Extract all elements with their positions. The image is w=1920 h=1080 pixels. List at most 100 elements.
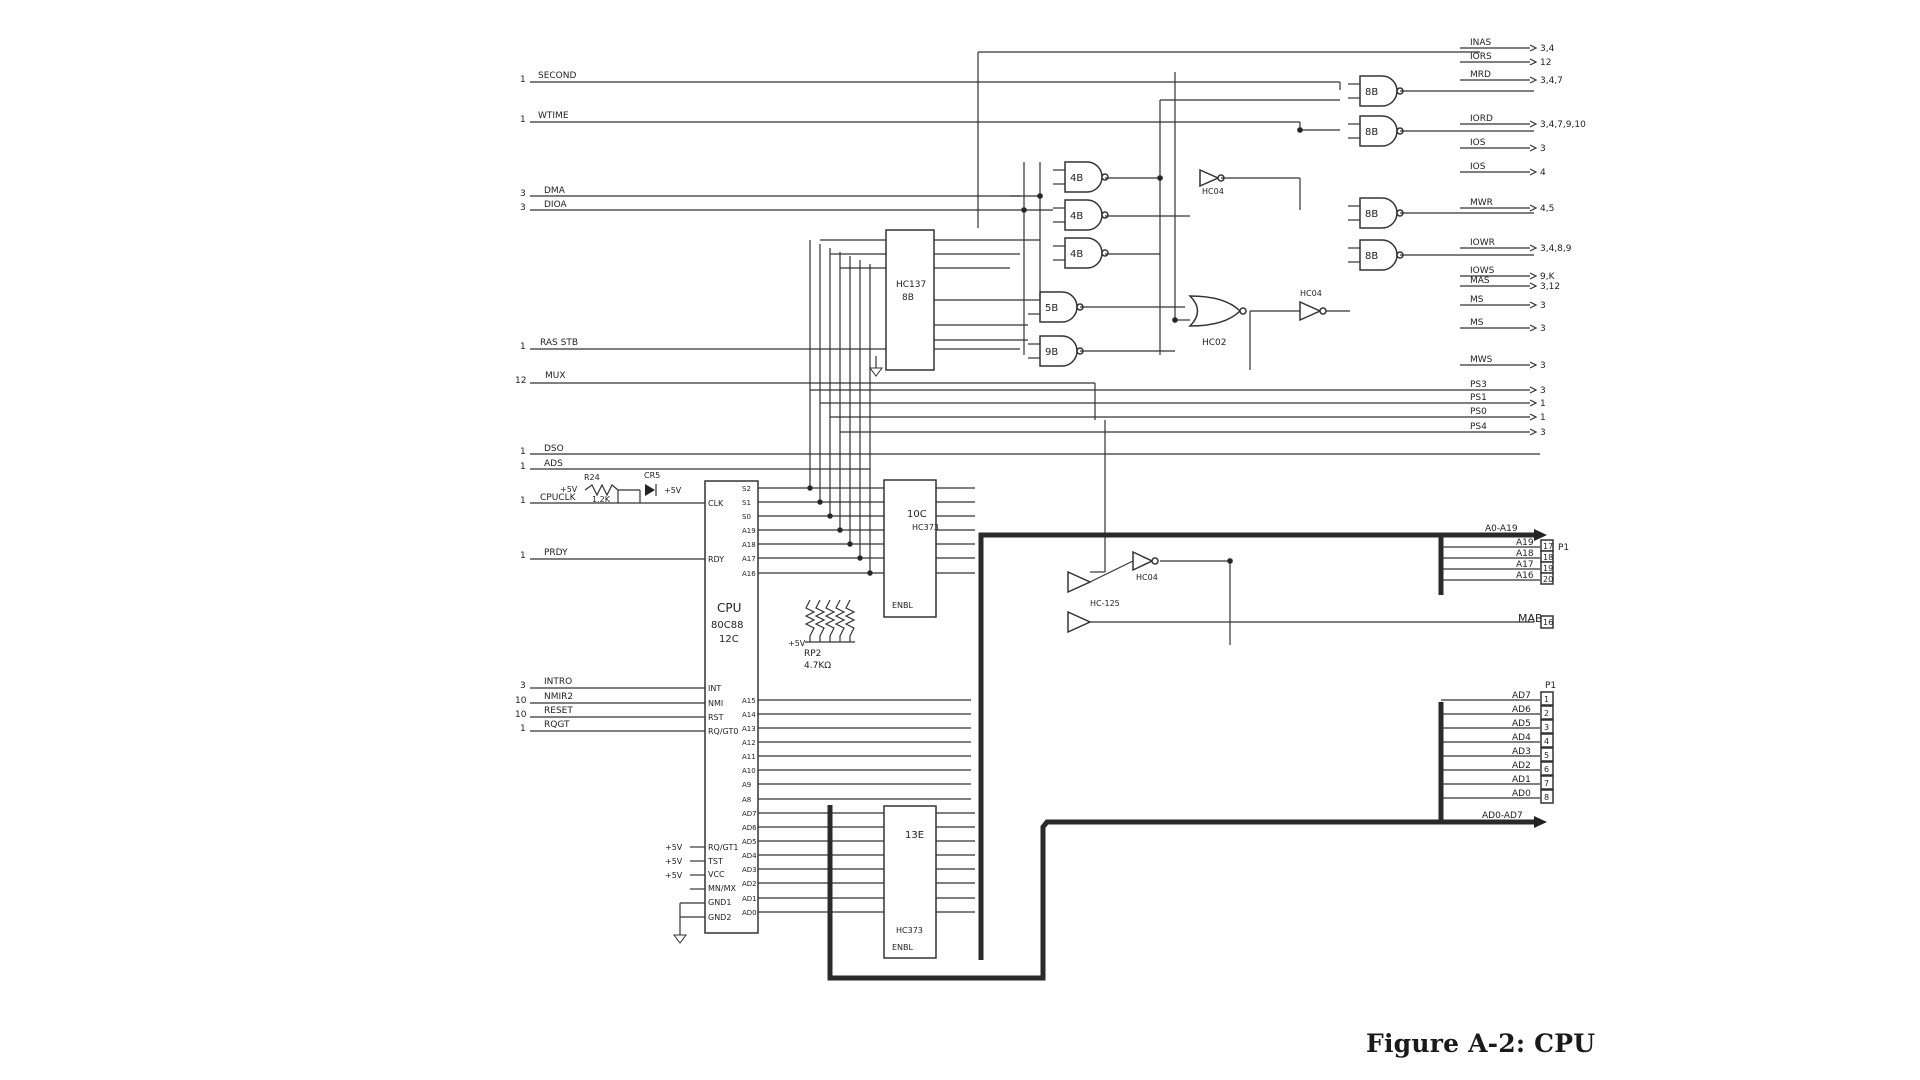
nand-gate: 8B [1348,197,1404,229]
p1-label: AD7 [1512,691,1531,701]
cpu-pin: AD0 [742,909,757,917]
svg-text:8B: 8B [1365,87,1378,98]
p1-pin: 4 [1544,737,1549,746]
out-label: PS1 [1470,393,1487,403]
nor-hc02: HC02 [1188,295,1247,348]
out-label: PS0 [1470,407,1487,417]
out-dest: 3 [1540,361,1546,371]
in-num: 1 [520,447,526,457]
cpu-pin: GND2 [708,913,731,922]
in-label: RAS STB [540,338,578,348]
out-dest: 3 [1540,301,1546,311]
rp-value: 4.7KΩ [804,661,831,671]
out-label: MWR [1470,198,1493,208]
cpu-pin: AD7 [742,810,757,818]
p1-pin: 6 [1544,765,1549,774]
out-label: MAS [1470,276,1490,286]
in-num: 1 [520,724,526,734]
input-signals: 1 SECOND 1 WTIME 3 DMA 3 DIOA 1 RAS STB … [515,71,1540,734]
p1-label: AD5 [1512,719,1531,729]
out-label: MS [1470,318,1484,328]
in-num: 12 [515,376,526,386]
p1-pin: 19 [1543,564,1553,573]
bus-label: AD0-AD7 [1482,811,1523,821]
in-label: MUX [545,371,566,381]
in-num: 1 [520,115,526,125]
power-label: +5V [665,857,683,866]
cpu-pin: A12 [742,739,756,747]
output-signals: INAS3,4IORS12MRD3,4,7IORD3,4,7,9,10IOS3I… [810,38,1586,438]
p1-label: AD1 [1512,775,1531,785]
wiring [820,51,1534,645]
p1-pin: 5 [1544,751,1549,760]
cpu-pin: A8 [742,796,751,804]
in-num: 1 [520,75,526,85]
inverters: HC04 HC04 HC04 [1132,168,1327,582]
inverter-part: HC04 [1136,573,1158,582]
out-label: IOWS [1470,266,1495,276]
in-num: 10 [515,710,527,720]
svg-text:4B: 4B [1070,211,1083,222]
cpu-pin: A13 [742,725,756,733]
out-label: IOS [1470,138,1486,148]
cpu-pin: AD5 [742,838,757,846]
p1-label: AD2 [1512,761,1531,771]
cpu-pin: S1 [742,499,751,507]
out-label: IOWR [1470,238,1495,248]
cpu-pin: A18 [742,541,756,549]
latch-10c: 10C HC373 ENBL [883,479,939,618]
out-label: PS4 [1470,422,1487,432]
out-dest: 3,4,7 [1540,76,1563,86]
in-num: 1 [520,342,526,352]
in-label: CPUCLK [540,493,577,503]
nand-gate: 9B [1028,335,1084,367]
in-num: 3 [520,189,526,199]
p1-pin: 2 [1544,709,1549,718]
in-label: SECOND [538,71,577,81]
decoder-part: HC137 [896,280,926,290]
cpu-pin: A15 [742,697,756,705]
power-label: +5V [560,485,578,494]
nor-part: HC02 [1202,338,1227,348]
p1-pin: 7 [1544,779,1549,788]
cpu-loc: 12C [719,634,739,645]
inverter-part: HC04 [1202,187,1224,196]
cpu-name: CPU [717,601,741,615]
inverter-part: HC04 [1300,289,1322,298]
cpu-chip: CPU 80C88 12C CLK RDY INT NMI RST RQ/GT0… [665,480,759,944]
cpu-pin: RQ/GT0 [708,727,738,736]
r24-value: 1.2K [592,495,611,504]
cpu-pin: INT [708,684,721,693]
p1-name: P1 [1558,543,1569,553]
cpu-pin: A17 [742,555,756,563]
bus-label: A0-A19 [1485,524,1518,534]
latch-part: HC373 [896,926,923,935]
p1-pin: 3 [1544,723,1549,732]
nand-gate: 4B [1053,161,1109,193]
out-dest: 1 [1540,399,1546,409]
cpu-pin: S2 [742,485,751,493]
out-label: MWS [1470,355,1493,365]
cpu-pin: A11 [742,753,756,761]
cpu-pin: A14 [742,711,756,719]
p1-name: P1 [1545,681,1556,691]
in-label: RQGT [544,720,570,730]
cpu-part: 80C88 [711,620,743,631]
p1-label: AD6 [1512,705,1531,715]
resistor-pack: RP2 4.7KΩ +5V [788,599,856,671]
in-label: NMIR2 [544,692,573,702]
p1-pin: 16 [1543,618,1553,627]
p1-label: AD4 [1512,733,1531,743]
nand-gate: 8B [1348,115,1404,147]
out-label: MS [1470,295,1484,305]
cpu-pin: A16 [742,570,756,578]
in-num: 1 [520,462,526,472]
out-dest: 3 [1540,428,1546,438]
r24-label: R24 [584,473,600,482]
out-dest: 12 [1540,58,1551,68]
p1-pin: 20 [1543,575,1553,584]
decoder-hc137: HC137 8B [869,229,935,377]
cpu-pin: TST [707,857,723,866]
